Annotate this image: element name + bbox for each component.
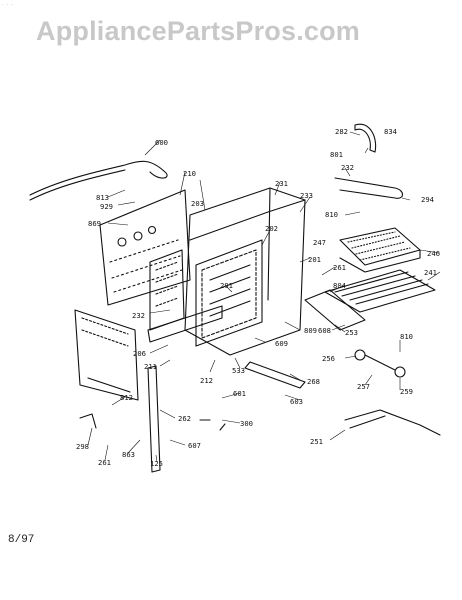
part-label-251: 251 [310, 437, 323, 446]
oven-cavity-shape [184, 187, 306, 356]
part-label-863: 863 [122, 450, 135, 459]
part-label-810-right: 810 [400, 332, 413, 341]
part-label-268: 268 [307, 377, 320, 386]
part-label-261: 261 [333, 263, 346, 272]
back-panel-shape [99, 189, 191, 306]
part-label-232-right: 232 [341, 163, 354, 172]
part-label-257: 257 [357, 382, 370, 391]
part-label-125: 125 [150, 459, 163, 468]
part-label-804: 804 [333, 281, 346, 290]
part-label-294: 294 [421, 195, 434, 204]
part-label-801: 801 [330, 150, 343, 159]
part-label-533: 533 [232, 366, 245, 375]
part-label-298: 298 [76, 442, 89, 451]
part-label-201: 201 [308, 255, 321, 264]
part-label-241: 241 [424, 268, 437, 277]
part-label-231: 231 [275, 179, 288, 188]
part-label-603: 603 [290, 397, 303, 406]
part-label-809: 809 [304, 326, 317, 335]
watermark-logo: AppliancePartsPros.com [36, 16, 361, 46]
part-label-203: 203 [191, 199, 204, 208]
part-label-869: 869 [88, 219, 101, 228]
part-label-211: 211 [144, 362, 157, 371]
part-label-202: 202 [265, 224, 278, 233]
part-label-233: 233 [300, 191, 313, 200]
part-label-929: 929 [100, 202, 113, 211]
part-label-600: 600 [155, 138, 168, 147]
part-label-232: 232 [132, 311, 145, 320]
part-label-609: 609 [275, 339, 288, 348]
part-label-206: 206 [133, 349, 146, 358]
cropped-header-text: ... [0, 0, 15, 5]
part-label-246: 246 [427, 249, 440, 258]
part-label-813: 813 [96, 193, 109, 202]
part-label-812: 812 [120, 393, 133, 402]
date-code: 8/97 [8, 534, 35, 546]
part-label-261-lower: 261 [98, 458, 111, 467]
part-label-291: 291 [220, 281, 233, 290]
part-label-256: 256 [322, 354, 335, 363]
part-label-834: 834 [384, 127, 397, 136]
part-label-607: 607 [188, 441, 201, 450]
part-label-601: 601 [233, 389, 246, 398]
part-label-300: 300 [240, 419, 253, 428]
part-label-262: 262 [178, 414, 191, 423]
part-label-810: 810 [325, 210, 338, 219]
part-label-212: 212 [200, 376, 213, 385]
part-label-210: 210 [183, 169, 196, 178]
part-label-247: 247 [313, 238, 326, 247]
part-label-282: 282 [335, 127, 348, 136]
part-label-608: 608 [318, 326, 331, 335]
part-label-253: 253 [345, 328, 358, 337]
part-label-259: 259 [400, 387, 413, 396]
